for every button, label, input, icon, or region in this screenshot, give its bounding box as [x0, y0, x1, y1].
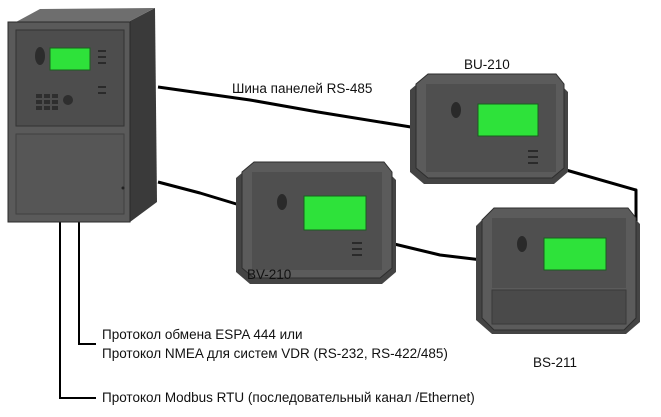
unit-leds — [98, 50, 106, 94]
bv-210-display — [303, 195, 367, 231]
bs-211-label: BS-211 — [533, 355, 578, 370]
bs-211-display — [543, 237, 607, 271]
bv-210-panel — [236, 161, 396, 284]
protocol-modbus-label: Протокол Modbus RTU (последовательный ка… — [102, 390, 475, 405]
bu-210-knob — [451, 102, 461, 118]
unit-top — [16, 8, 155, 22]
protocol-espa-nmea-line1: Протокол обмена ESPA 444 или — [102, 327, 303, 342]
unit-side — [128, 8, 157, 222]
main-control-unit — [7, 8, 157, 223]
protocol-cables — [59, 196, 96, 399]
bv-210-label: BV-210 — [247, 267, 292, 282]
bu-210-label: BU-210 — [464, 57, 510, 72]
bus-label: Шина панелей RS-485 — [232, 81, 373, 96]
protocol-espa-nmea-line2: Протокол NMEA для систем VDR (RS-232, RS… — [102, 346, 448, 361]
bs-211-panel — [476, 207, 640, 334]
unit-display — [49, 47, 91, 71]
bu-210-display — [477, 103, 539, 137]
bs-211-knob — [517, 236, 527, 252]
bs-211-speaker-grille — [491, 289, 627, 325]
bv-210-knob — [277, 194, 287, 210]
unit-knob — [35, 47, 45, 65]
bu-210-panel — [410, 73, 568, 184]
unit-keypad — [36, 94, 73, 110]
unit-lower-door — [15, 133, 125, 215]
